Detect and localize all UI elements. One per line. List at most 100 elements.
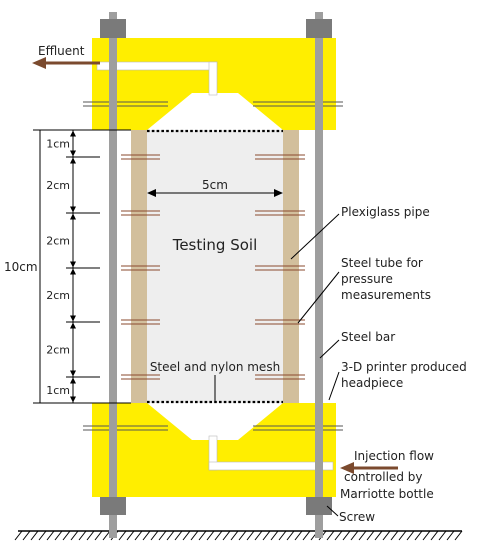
- label-steel-tube-2: pressure: [341, 272, 393, 286]
- bottom-headpiece: [92, 403, 336, 497]
- segment-arrowhead: [70, 261, 76, 268]
- ground-hatch: [134, 530, 143, 541]
- ground-hatch: [446, 530, 455, 541]
- label-5cm: 5cm: [202, 178, 228, 192]
- segment-label: 1cm: [46, 384, 70, 397]
- leader-headpiece: [328, 371, 340, 401]
- ground-hatch: [94, 530, 103, 541]
- leader-screw: [326, 505, 339, 517]
- nut-bottom-right: [306, 497, 332, 515]
- segment-label: 2cm: [46, 289, 70, 302]
- effluent-arrow: [32, 57, 100, 69]
- ground-hatch: [246, 530, 255, 541]
- ground-hatch: [334, 530, 343, 541]
- ground-hatch: [46, 530, 55, 541]
- label-testing-soil: Testing Soil: [172, 236, 258, 254]
- ground-hatch: [62, 530, 71, 541]
- ground-hatch: [382, 530, 391, 541]
- ground-hatch: [118, 530, 127, 541]
- label-headpiece-1: 3-D printer produced: [341, 360, 467, 374]
- segment-label: 2cm: [46, 344, 70, 357]
- ground-hatch: [326, 530, 335, 541]
- ground-hatch: [14, 530, 23, 541]
- ground-hatch: [222, 530, 231, 541]
- segment-arrowhead: [70, 157, 76, 164]
- segment-label: 2cm: [46, 235, 70, 248]
- segment-arrowhead: [70, 370, 76, 377]
- dimension-10cm: [33, 129, 131, 404]
- ground-hatch: [358, 530, 367, 541]
- segment-label: 2cm: [46, 179, 70, 192]
- ground-hatch: [22, 530, 31, 541]
- leader-lines: [214, 213, 340, 517]
- segment-arrowhead: [70, 396, 76, 403]
- top-headpiece: [92, 38, 336, 130]
- ground-hatch: [438, 530, 447, 541]
- label-10cm: 10cm: [4, 260, 38, 274]
- label-steel-tube-3: measurements: [341, 288, 431, 302]
- nuts: [100, 19, 332, 515]
- ground-hatch: [214, 530, 223, 541]
- ground-hatch: [454, 530, 463, 541]
- ground-hatch: [198, 530, 207, 541]
- leader-plexiglass: [290, 213, 340, 260]
- nut-bottom-left: [100, 497, 126, 515]
- ground-hatch: [174, 530, 183, 541]
- ground-hatch: [238, 530, 247, 541]
- segment-arrowhead: [70, 377, 76, 384]
- ground-hatch: [350, 530, 359, 541]
- segment-arrowhead: [70, 213, 76, 220]
- label-steel-bar: Steel bar: [341, 330, 395, 344]
- ground-hatch: [342, 530, 351, 541]
- ground-hatch: [126, 530, 135, 541]
- label-injection-3: Marriotte bottle: [340, 487, 434, 501]
- label-mesh: Steel and nylon mesh: [150, 360, 280, 374]
- ground-hatch: [414, 530, 423, 541]
- ground-hatch: [102, 530, 111, 541]
- ground-hatch: [54, 530, 63, 541]
- ground-hatch: [158, 530, 167, 541]
- ground-base: [14, 530, 463, 541]
- pressure-tubes: [121, 154, 305, 380]
- injection-port-channel: [208, 461, 334, 471]
- ground-hatch: [78, 530, 87, 541]
- ground-hatch: [270, 530, 279, 541]
- label-injection-1: Injection flow: [354, 449, 434, 463]
- segment-arrowhead: [70, 130, 76, 137]
- segment-arrowhead: [70, 206, 76, 213]
- ground-hatch: [166, 530, 175, 541]
- ground-hatch: [142, 530, 151, 541]
- ground-hatch: [302, 530, 311, 541]
- ground-hatch: [430, 530, 439, 541]
- segment-arrowhead: [70, 322, 76, 329]
- ground-hatch: [390, 530, 399, 541]
- flange-plates: [83, 101, 343, 431]
- ground-hatch: [374, 530, 383, 541]
- ground-hatch: [230, 530, 239, 541]
- label-headpiece-2: headpiece: [341, 376, 403, 390]
- label-plexiglass-pipe: Plexiglass pipe: [341, 205, 430, 219]
- steel-bar-left: [109, 12, 117, 538]
- ground-hatch: [278, 530, 287, 541]
- ground-hatch: [294, 530, 303, 541]
- ground-hatch: [254, 530, 263, 541]
- nut-top-right: [306, 19, 332, 38]
- dimension-5cm: [147, 189, 283, 197]
- label-screw: Screw: [339, 510, 375, 524]
- segment-arrowhead: [70, 268, 76, 275]
- leader-steel-bar: [319, 339, 340, 359]
- ground-hatch: [30, 530, 39, 541]
- ground-hatch: [206, 530, 215, 541]
- ground-hatch: [422, 530, 431, 541]
- steel-bar-right: [315, 12, 323, 538]
- label-injection-2: controlled by: [344, 470, 422, 484]
- injection-arrow: [340, 462, 398, 474]
- ground-hatch: [286, 530, 295, 541]
- ground-hatch: [366, 530, 375, 541]
- ground-hatch: [406, 530, 415, 541]
- ground-hatch: [150, 530, 159, 541]
- leader-steel-tube: [297, 271, 340, 324]
- label-effluent: Effluent: [38, 44, 85, 58]
